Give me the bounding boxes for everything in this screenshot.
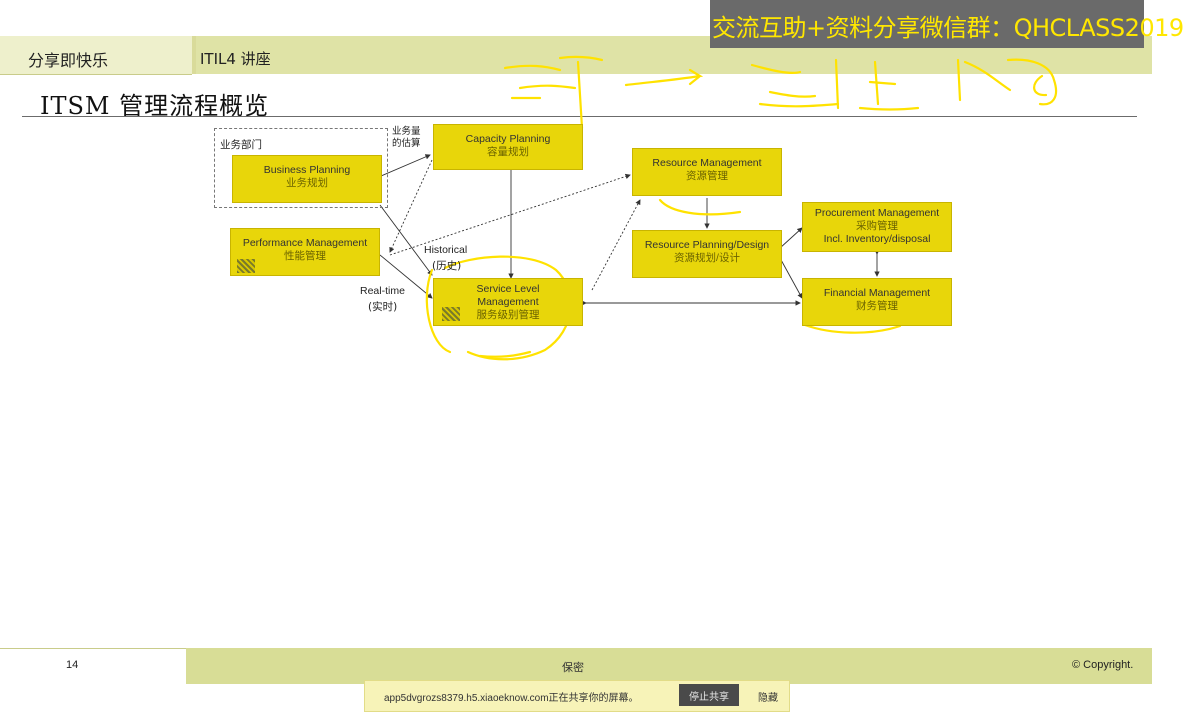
resource-management-zh: 资源管理: [686, 170, 728, 182]
wechat-banner: [710, 0, 1144, 48]
stop-sharing-button[interactable]: 停止共享: [679, 684, 739, 706]
capacity-planning-zh: 容量规划: [487, 146, 529, 158]
performance-management-box: Performance Management 性能管理: [230, 228, 380, 276]
page-number: 14: [66, 659, 79, 671]
business-department-group: [214, 128, 388, 208]
resource-management-box: Resource Management 资源管理: [632, 148, 782, 196]
arrow-rp-to-proc: [779, 227, 803, 249]
resource-planning-zh: 资源规划/设计: [674, 252, 740, 264]
business-volume-label: 业务量 的估算: [392, 126, 421, 149]
slm-en: Service Level Management: [476, 283, 540, 308]
historical-label: Historical: [424, 244, 468, 256]
hatch-marker: [237, 259, 255, 273]
diagram-connectors: [359, 55, 1058, 361]
procurement-management-en: Procurement Management: [814, 207, 940, 219]
slide-title: ITSM 管理流程概览: [40, 92, 270, 120]
financial-management-zh: 财务管理: [856, 300, 898, 312]
realtime-label: Real-time: [360, 285, 405, 297]
resource-planning-box: Resource Planning/Design 资源规划/设计: [632, 230, 782, 278]
arrow-pm-to-slm: [379, 254, 433, 299]
footer-left-band: [0, 648, 186, 685]
procurement-management-zh: 采购管理: [856, 220, 898, 232]
arrow-rp-to-fin: [779, 257, 803, 299]
capacity-planning-box: Capacity Planning 容量规划: [433, 124, 583, 170]
procurement-management-sub: Incl. Inventory/disposal: [823, 233, 931, 245]
performance-management-zh: 性能管理: [284, 250, 326, 262]
financial-management-en: Financial Management: [823, 287, 931, 299]
title-divider: [22, 116, 1137, 117]
realtime-zh-label: (实时): [368, 301, 398, 313]
handwritten-annotations: [425, 55, 1058, 361]
hide-share-bar-link[interactable]: 隐藏: [758, 693, 778, 704]
resource-planning-en: Resource Planning/Design: [644, 239, 770, 251]
historical-zh-label: (历史): [432, 260, 462, 272]
performance-management-en: Performance Management: [242, 237, 368, 249]
confidential-label: 保密: [562, 661, 584, 674]
business-planning-zh: 业务规划: [286, 177, 328, 189]
arrow-cp-to-pm: [389, 159, 433, 253]
screen-share-message: app5dvgrozs8379.h5.xiaoeknow.com正在共享你的屏幕…: [384, 693, 639, 704]
copyright-label: © Copyright.: [1072, 659, 1134, 671]
wechat-banner-text: 交流互助+资料分享微信群：QHCLASS2019: [712, 14, 1184, 42]
business-department-label: 业务部门: [220, 139, 262, 151]
course-label: ITIL4 讲座: [200, 50, 271, 68]
capacity-planning-en: Capacity Planning: [465, 133, 551, 145]
arrow-slm-to-rm: [591, 199, 641, 291]
header-separator: [192, 36, 196, 74]
header-left-band: [0, 36, 192, 75]
arrow-pm-to-rm: [389, 173, 631, 256]
resource-management-en: Resource Management: [652, 157, 762, 169]
footer-band: [186, 648, 1152, 684]
arrow-bp-to-slm: [379, 204, 433, 276]
procurement-management-box: Procurement Management 采购管理 Incl. Invent…: [802, 202, 952, 252]
financial-management-box: Financial Management 财务管理: [802, 278, 952, 326]
business-planning-box: Business Planning 业务规划: [232, 155, 382, 203]
slm-zh: 服务级别管理: [476, 309, 540, 321]
brand-label: 分享即快乐: [28, 51, 109, 70]
hatch-marker: [442, 307, 460, 321]
business-planning-en: Business Planning: [263, 164, 351, 176]
service-level-management-box: Service Level Management 服务级别管理: [433, 278, 583, 326]
